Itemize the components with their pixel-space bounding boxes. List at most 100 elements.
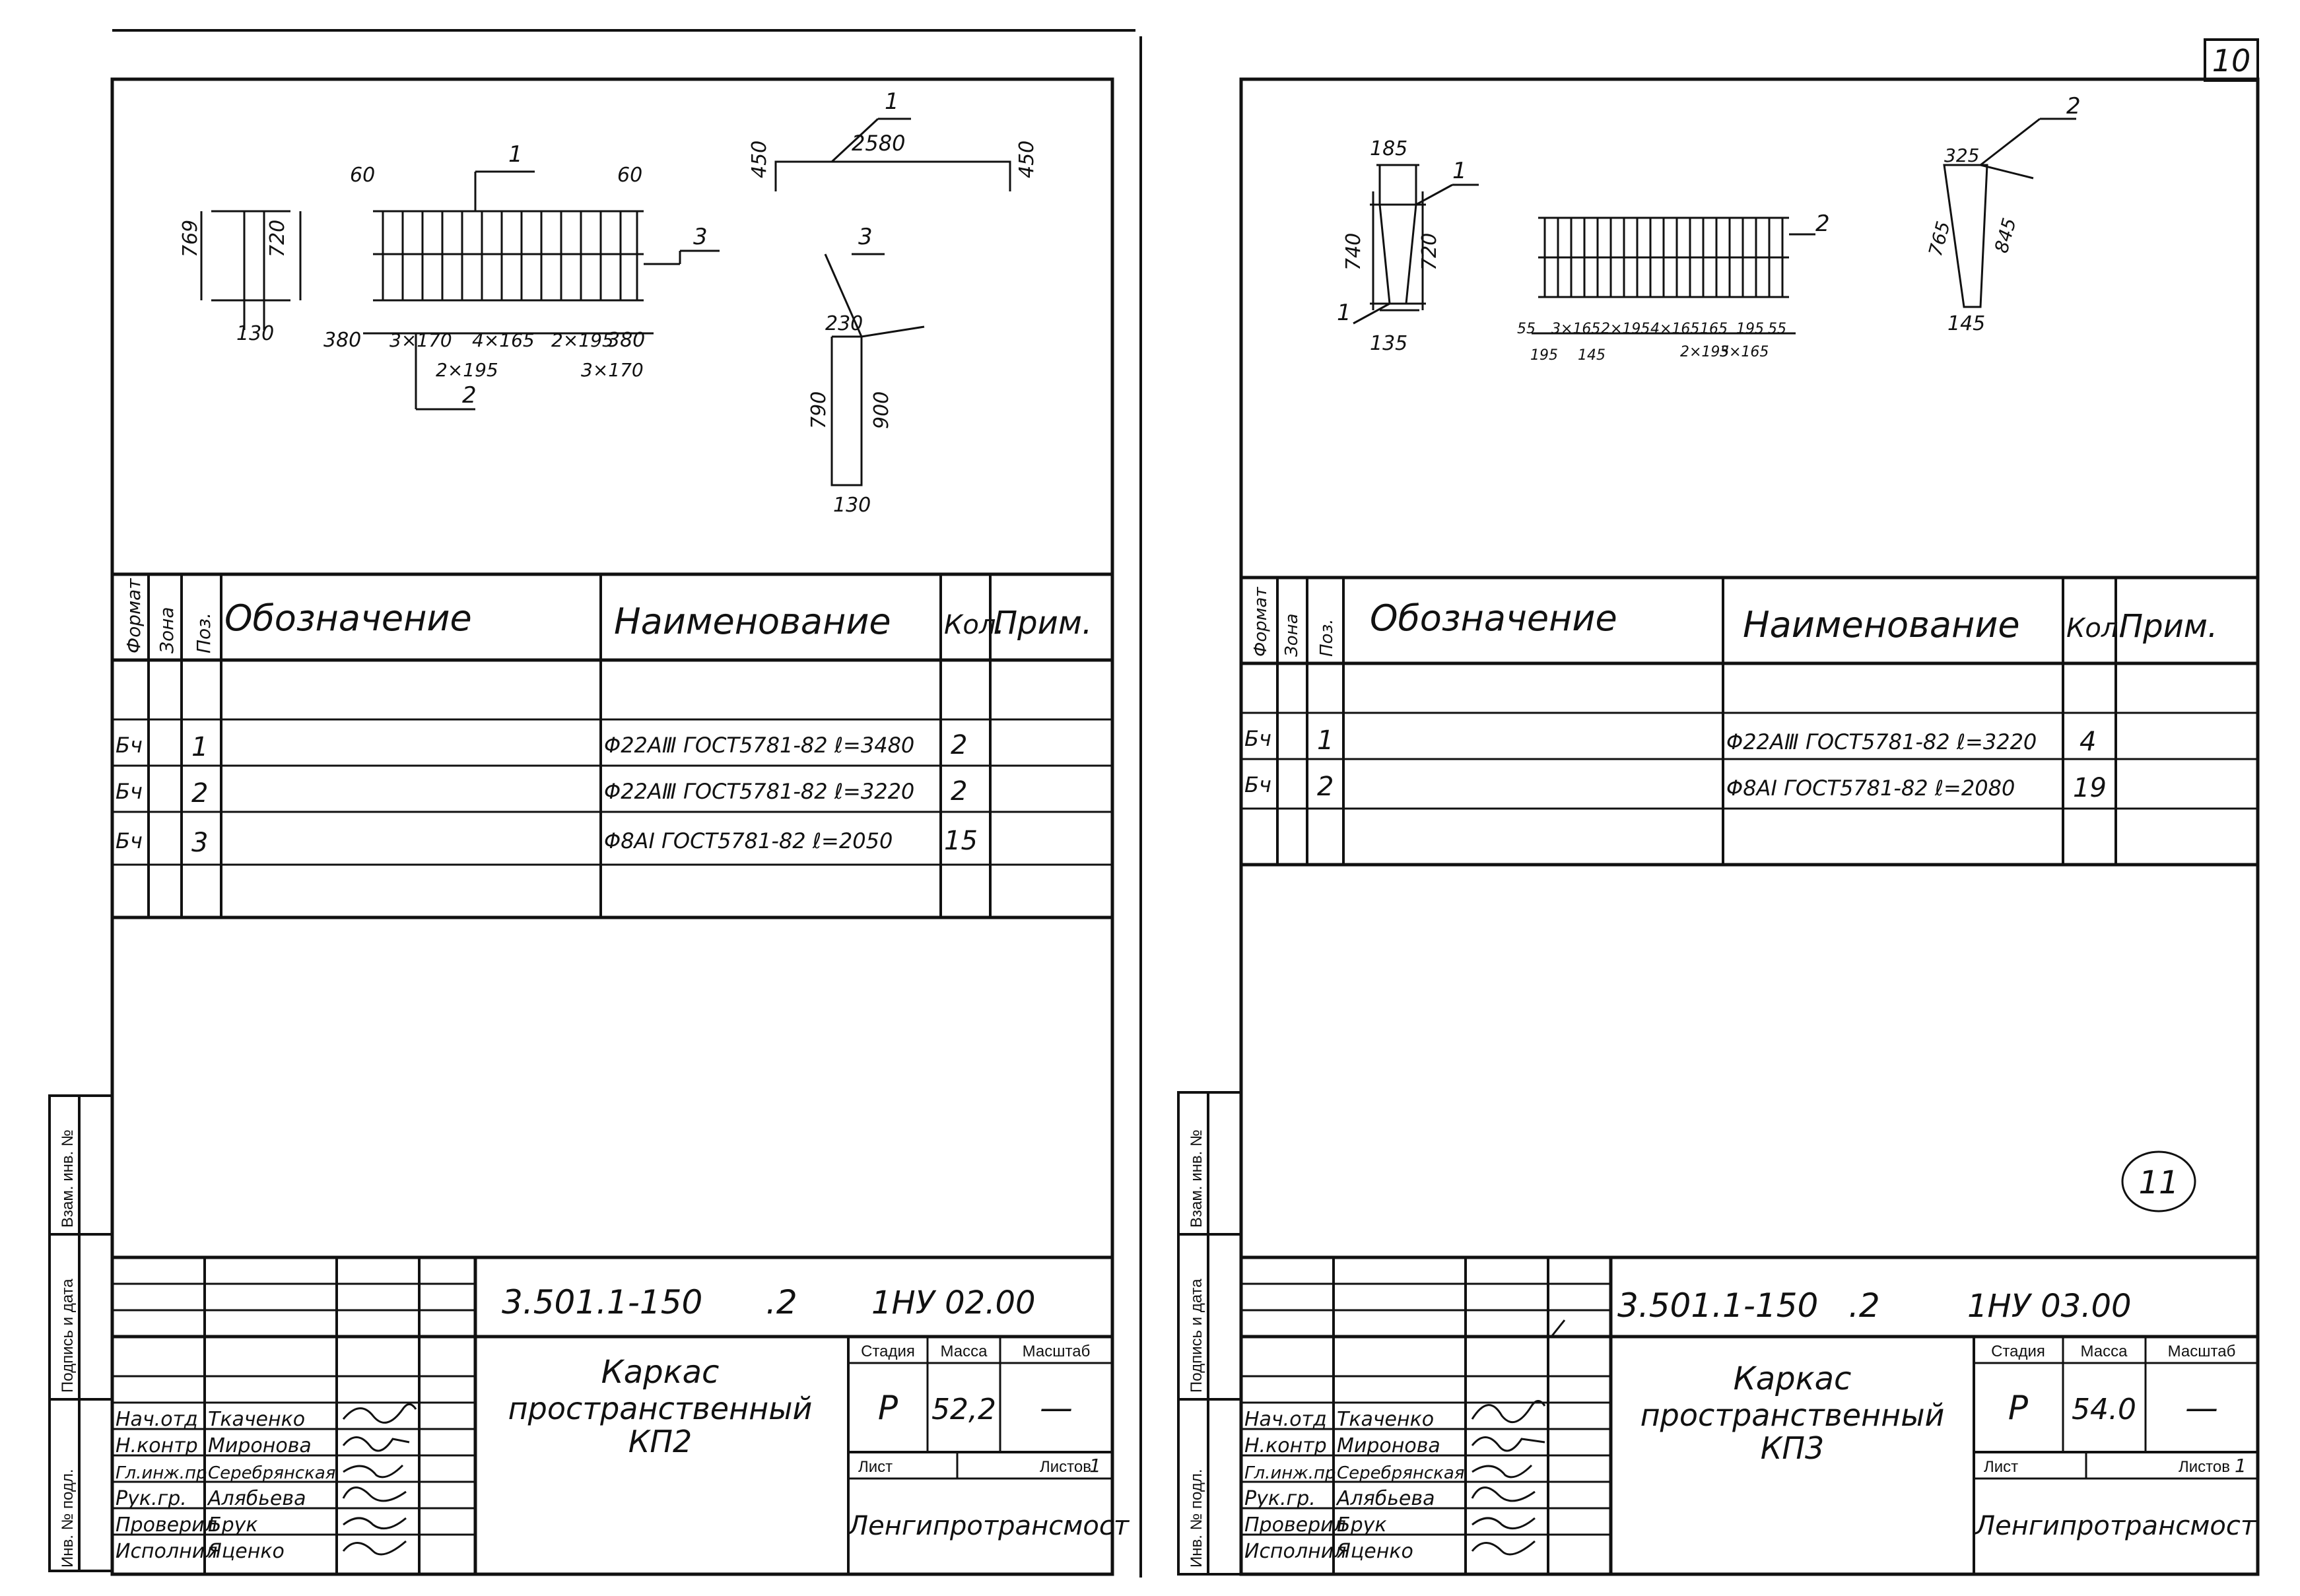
r-title-line-2: пространственный [1640,1397,1945,1433]
r-doc-code: 3.501.1-150 [1617,1286,1818,1325]
dim-rb-3x165: 3×165 [1551,321,1600,337]
r-staff-name-1: Миронова [1337,1434,1440,1457]
r-staff-role-4: Проверил [1244,1513,1346,1537]
org-name: Ленгипротрансмост [847,1511,1130,1541]
stage-value: Р [878,1389,898,1427]
staff-role-0: Нач.отд [116,1408,198,1431]
r-sheet-label: Лист [1984,1458,2018,1476]
header-name: Наименование [614,601,891,642]
doc-code: 3.501.1-150 [502,1283,702,1321]
header-note: Прим. [994,605,1092,642]
dim-rb-2x195-lower: 2×195 [1680,344,1729,360]
dim-d-900: 900 [870,391,893,429]
staff-name-0: Ткаченко [208,1408,305,1431]
signatures-left [342,1403,417,1556]
row2-pos: 2 [191,778,208,809]
r-header-name: Наименование [1743,604,2020,646]
row2-format: Бч [116,779,143,804]
r-row2-qty: 19 [2073,773,2107,803]
title-line-1: Каркас [601,1354,720,1391]
r-item-code: 1НУ 03.00 [1967,1288,2132,1325]
r-staff-name-5: Яценко [1336,1540,1413,1563]
r-staff-role-5: Исполнил [1244,1540,1346,1563]
stamp-inv-no: Инв. № подл. [59,1469,77,1568]
row1-name: Φ22АⅢ ГОСТ5781-82 ℓ=3480 [604,733,914,758]
dim-b-4x165: 4×165 [472,329,535,351]
dim-rc-845: 845 [1990,216,2021,255]
header-format: Формат [123,578,145,653]
callout-rb-2: 2 [1815,211,1830,237]
title-line-3: КП2 [628,1424,693,1459]
dim-ra-185: 185 [1370,137,1407,160]
title-line-2: пространственный [508,1391,813,1426]
dim-rb-55-right: 55 [1768,321,1786,337]
row3-name: Φ8АⅠ ГОСТ5781-82 ℓ=2050 [604,828,893,853]
staff-role-5: Исполнил [116,1540,217,1563]
r-stage-label: Стадия [1991,1343,2045,1360]
stamp-replace-inv: Взам. инв. № [59,1129,77,1228]
sketch-left-d [824,253,925,486]
dim-a-720: 720 [266,220,289,257]
r-row1-pos: 1 [1317,725,1334,756]
dim-ra-740: 740 [1342,233,1365,271]
row2-qty: 2 [951,776,967,807]
r-doc-issue: .2 [1848,1286,1880,1325]
r-staff-role-3: Рук.гр. [1244,1487,1316,1510]
dim-c-2580: 2580 [852,131,905,156]
staff-role-1: Н.контр [116,1434,198,1457]
row3-qty: 15 [944,826,978,856]
dim-b-60-right: 60 [617,164,642,187]
dim-d-790: 790 [807,391,830,429]
r-staff-role-2: Гл.инж.пр [1244,1463,1336,1483]
row1-qty: 2 [951,730,967,760]
spec-table-right [1241,576,2258,867]
spec-table-left [112,572,1112,919]
dim-d-230: 230 [825,312,863,335]
side-stamp-right [1177,1091,1242,1576]
r-stamp-inv-no: Инв. № подл. [1188,1469,1205,1568]
staff-role-4: Проверил [116,1513,217,1537]
r-stamp-sign-date: Подпись и дата [1188,1279,1205,1393]
callout-b-3: 3 [693,224,708,250]
sketch-left-c [774,117,1011,191]
r-scale-label: Масштаб [2168,1343,2236,1360]
dim-a-769: 769 [179,220,202,257]
sketch-right-c [1943,117,2076,308]
dim-rc-765: 765 [1924,219,1955,259]
staff-name-3: Алябьева [207,1487,306,1510]
dim-rb-195: 195 [1736,321,1764,337]
sheets-value: 1 [1089,1455,1101,1477]
signatures-right [1471,1319,1566,1556]
row2-name: Φ22АⅢ ГОСТ5781-82 ℓ=3220 [604,779,914,804]
page-number: 10 [2212,43,2251,79]
dim-b-380-right: 380 [607,329,645,352]
dim-b-2x195: 2×195 [551,329,614,351]
row1-format: Бч [116,733,143,758]
header-zone: Зона [156,607,178,653]
r-title-line-3: КП3 [1761,1430,1825,1466]
sheet-right-frame [1239,77,2260,1576]
dim-ra-135: 135 [1370,332,1407,355]
callout-ra-1-bottom: 1 [1337,300,1351,326]
dim-d-130: 130 [833,494,871,517]
sheets-label: Листов [1040,1458,1091,1476]
sketch-left-b [363,170,720,411]
callout-b-1: 1 [508,141,523,168]
r-header-designation: Обозначение [1370,597,1617,639]
r-row1-name: Φ22АⅢ ГОСТ5781-82 ℓ=3220 [1726,729,2037,754]
r-scale-value: — [2185,1389,2218,1427]
dim-b-2x195-lower: 2×195 [436,359,498,381]
r-row1-format: Бч [1244,726,1271,751]
dim-rb-195-lower: 195 [1530,347,1558,364]
dim-b-380-left: 380 [323,329,361,352]
r-org-name: Ленгипротрансмост [1974,1511,2257,1541]
row3-pos: 3 [191,828,208,858]
r-staff-role-1: Н.контр [1244,1434,1327,1457]
r-staff-name-2: Серебрянская [1337,1463,1464,1483]
header-pos: Поз. [193,613,215,653]
dim-rb-145-lower: 145 [1578,347,1606,364]
mass-value: 52,2 [931,1393,996,1426]
sheet-right: 185 740 720 135 1 1 2 55 3×165 2×195 4× [1177,77,2260,1576]
r-sheets-label: Листов [2179,1458,2230,1476]
dim-c-450-right: 450 [1015,141,1038,178]
